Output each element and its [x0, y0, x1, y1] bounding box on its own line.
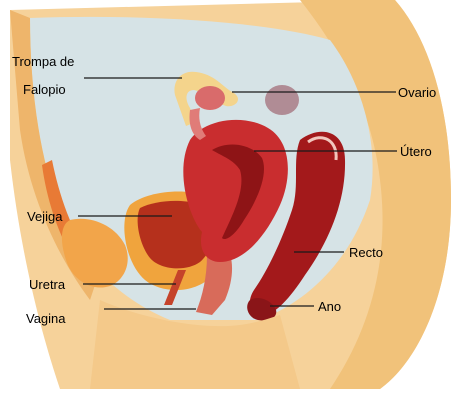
- label-ano: Ano: [318, 299, 341, 314]
- label-recto: Recto: [349, 245, 383, 260]
- label-ovario: Ovario: [398, 85, 436, 100]
- label-trompa-line2: Falopio: [23, 82, 66, 97]
- label-uretra: Uretra: [29, 277, 66, 292]
- ovary: [195, 86, 225, 110]
- posterior-ovary: [265, 85, 299, 115]
- label-vagina: Vagina: [26, 311, 66, 326]
- label-trompa-line1: Trompa de: [12, 54, 74, 69]
- label-utero: Útero: [400, 144, 432, 159]
- label-vejiga: Vejiga: [27, 209, 63, 224]
